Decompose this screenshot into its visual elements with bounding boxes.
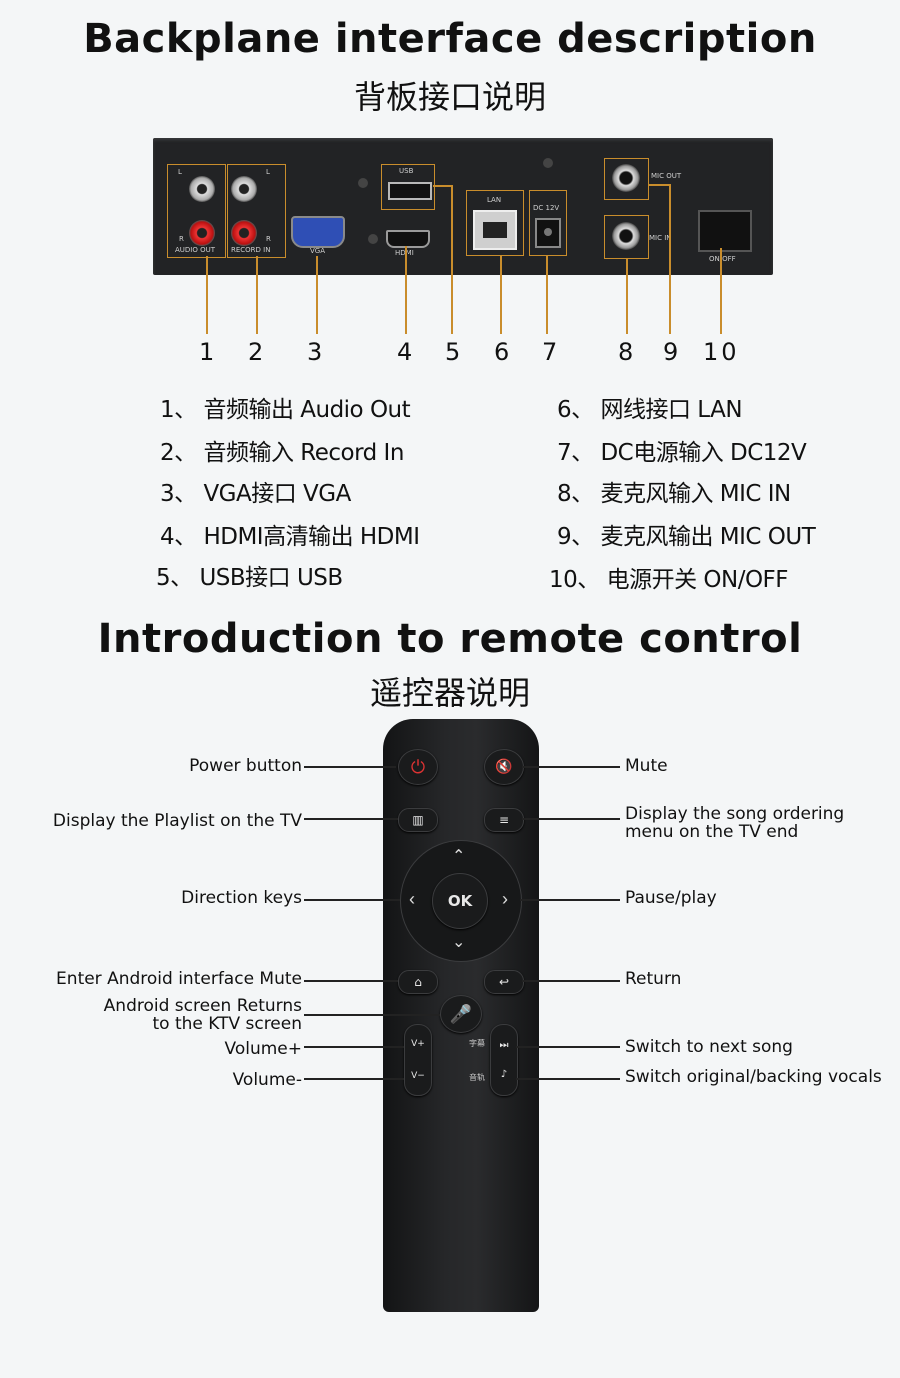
label-playlist: Display the Playlist on the TV xyxy=(52,811,302,831)
port-item-8: 8、 麦克风输入 MIC IN xyxy=(557,481,791,507)
microphone-icon: 🎤 xyxy=(440,995,482,1033)
port-number-5: 5 xyxy=(445,338,461,366)
usb-port xyxy=(388,182,432,200)
port-item-9: 9、 麦克风输出 MIC OUT xyxy=(557,524,816,550)
label-song-menu-2: menu on the TV end xyxy=(625,822,799,842)
hdmi-port xyxy=(386,230,430,248)
port-number-10: 10 xyxy=(703,338,740,366)
port-number-4: 4 xyxy=(397,338,413,366)
menu-icon: ≡ xyxy=(484,808,524,832)
label-mic-in: MIC IN xyxy=(649,234,672,242)
port-number-3: 3 xyxy=(307,338,323,366)
port-number-6: 6 xyxy=(494,338,510,366)
power-switch xyxy=(698,210,752,252)
track-rocker: ⏭ ♪ xyxy=(490,1024,518,1096)
label-mic-out: MIC OUT xyxy=(651,172,682,180)
power-icon: ⏻ xyxy=(398,749,438,785)
volume-rocker: V+ V− xyxy=(404,1024,432,1096)
port-number-8: 8 xyxy=(618,338,634,366)
backplane-panel-image: L L R R AUDIO OUT RECORD IN VGA HDMI USB… xyxy=(153,138,773,275)
port-item-4: 4、 HDMI高清输出 HDMI xyxy=(160,524,420,550)
rca-jack-white-1 xyxy=(189,176,215,202)
label-audio-out: AUDIO OUT xyxy=(175,246,216,254)
dc-jack xyxy=(535,218,561,248)
label-pause-play: Pause/play xyxy=(625,888,717,908)
chevron-right-icon: › xyxy=(502,889,508,909)
label-volume-down: Volume- xyxy=(232,1070,302,1090)
label-direction-keys: Direction keys xyxy=(181,888,302,908)
label-r-1: R xyxy=(179,235,184,243)
port-item-5: 5、 USB接口 USB xyxy=(156,565,343,591)
home-icon: ⌂ xyxy=(398,970,438,994)
remote-title-en: Introduction to remote control xyxy=(97,616,803,662)
volume-up-label: V+ xyxy=(411,1039,425,1049)
mute-icon: 🔇 xyxy=(484,749,524,785)
label-usb: USB xyxy=(399,167,414,175)
port-item-2: 2、 音频输入 Record In xyxy=(160,440,404,466)
rca-jack-white-2 xyxy=(231,176,257,202)
track-cn-label: 音轨 xyxy=(469,1073,485,1082)
label-lan: LAN xyxy=(487,196,502,204)
remote-title-cn: 遥控器说明 xyxy=(369,674,530,712)
chevron-up-icon: ⌃ xyxy=(452,848,466,865)
label-record-in: RECORD IN xyxy=(231,246,271,254)
return-icon: ↩ xyxy=(484,970,524,994)
port-number-2: 2 xyxy=(248,338,264,366)
label-vocals: Switch original/backing vocals xyxy=(625,1067,882,1087)
label-android-return-1: Android screen Returns xyxy=(103,996,302,1016)
rca-jack-red-1 xyxy=(189,220,215,246)
port-number-7: 7 xyxy=(542,338,558,366)
label-return: Return xyxy=(625,969,682,989)
vga-port xyxy=(291,216,345,248)
music-note-icon: ♪ xyxy=(500,1069,508,1080)
label-vga: VGA xyxy=(310,247,326,255)
playlist-icon: ▥ xyxy=(398,808,438,832)
port-item-1: 1、 音频输出 Audio Out xyxy=(160,397,411,423)
port-item-7: 7、 DC电源输入 DC12V xyxy=(557,440,807,466)
label-song-menu-1: Display the song ordering xyxy=(625,804,845,824)
label-mute: Mute xyxy=(625,756,668,776)
label-l-2: L xyxy=(266,168,270,176)
rca-jack-red-2 xyxy=(231,220,257,246)
label-volume-up: Volume+ xyxy=(224,1039,302,1059)
label-android-return-2: to the KTV screen xyxy=(152,1014,302,1034)
port-number-1: 1 xyxy=(199,338,215,366)
port-item-10: 10、 电源开关 ON/OFF xyxy=(549,567,789,593)
chevron-left-icon: ‹ xyxy=(409,889,415,909)
label-on-off: ON/OFF xyxy=(709,255,736,263)
label-r-2: R xyxy=(266,235,271,243)
label-power-button: Power button xyxy=(189,756,302,776)
port-item-3: 3、 VGA接口 VGA xyxy=(160,481,351,507)
mic-in-jack xyxy=(612,222,640,250)
chevron-down-icon: ⌄ xyxy=(452,934,466,951)
next-song-icon: ⏭ xyxy=(499,1040,509,1051)
label-hdmi: HDMI xyxy=(395,249,414,257)
mic-out-jack xyxy=(612,164,640,192)
backplane-title-cn: 背板接口说明 xyxy=(353,78,546,116)
label-dc12v: DC 12V xyxy=(533,204,560,212)
volume-down-label: V− xyxy=(411,1071,425,1081)
label-l-1: L xyxy=(178,168,182,176)
subtitle-cn-label: 字幕 xyxy=(469,1039,485,1048)
port-item-6: 6、 网线接口 LAN xyxy=(557,397,743,423)
ok-button-image: OK xyxy=(432,873,488,929)
backplane-title-en: Backplane interface description xyxy=(83,16,817,62)
port-number-9: 9 xyxy=(663,338,679,366)
lan-port xyxy=(473,210,517,250)
label-next-song: Switch to next song xyxy=(625,1037,793,1057)
label-android-interface: Enter Android interface Mute xyxy=(56,969,302,989)
